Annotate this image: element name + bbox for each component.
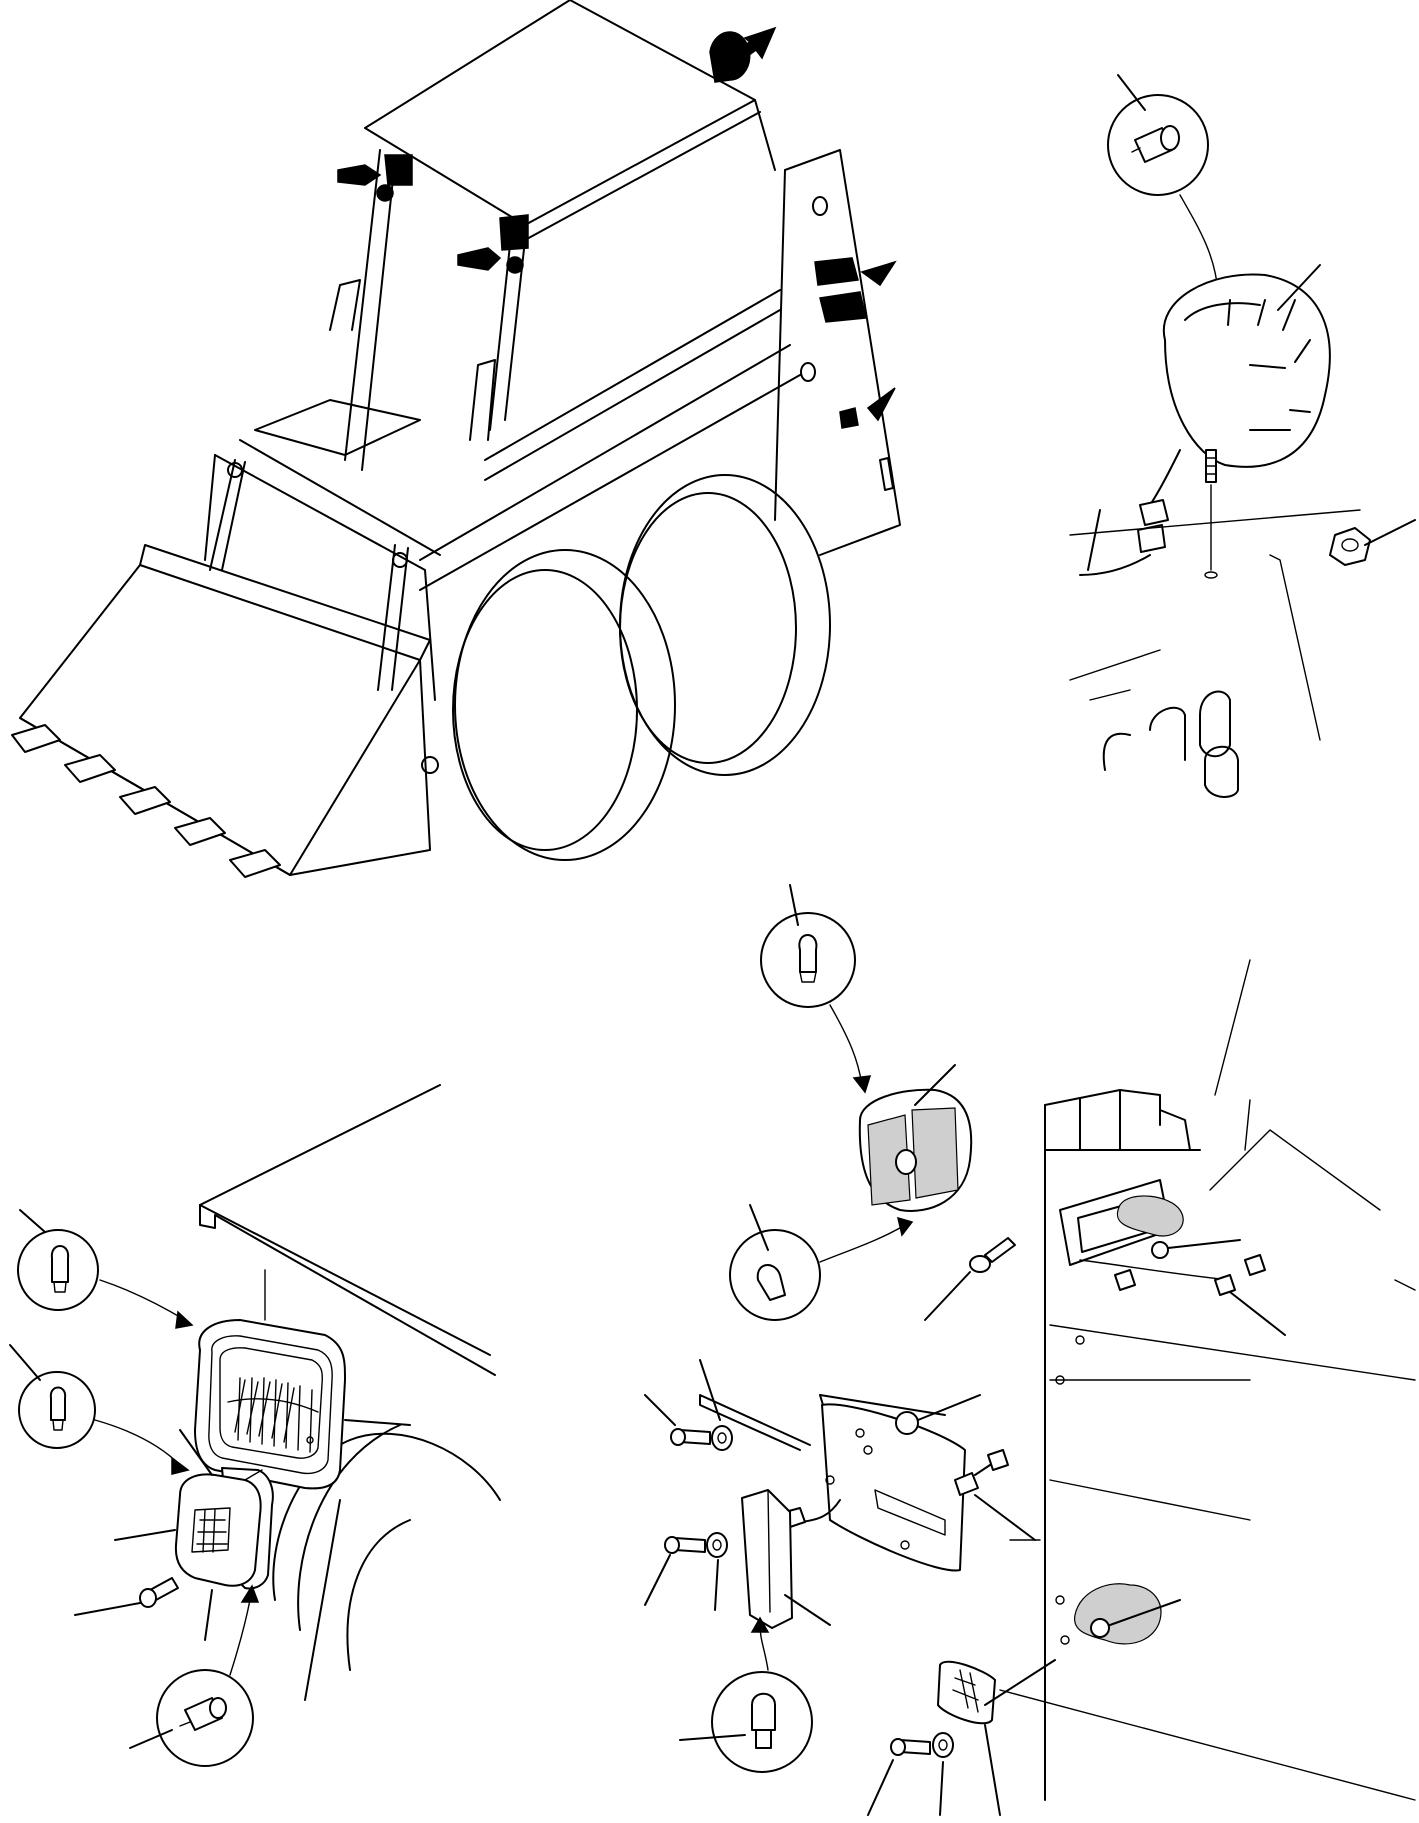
- bulb-detail-circle: [761, 913, 855, 1007]
- bulb-icon: [1132, 126, 1179, 162]
- bulb-icon: [758, 1265, 785, 1300]
- bulb-icon: [52, 1246, 68, 1292]
- bracket-assembly: [645, 1360, 1055, 1815]
- bulb-detail-circle: [712, 1672, 812, 1772]
- nut-icon: [1152, 1242, 1168, 1258]
- washer-icon: [707, 1533, 727, 1557]
- bulb-detail-circle: [18, 1230, 98, 1310]
- skid-steer-loader: [12, 0, 900, 877]
- nut-icon: [1091, 1619, 1109, 1637]
- washer-icon: [933, 1733, 953, 1757]
- nut-icon: [896, 1412, 918, 1434]
- bulb-icon: [752, 1694, 775, 1748]
- bulb-icon: [51, 1388, 65, 1431]
- bulb-icon: [799, 935, 816, 982]
- bulb-icon: [180, 1698, 226, 1730]
- bulb-detail-circle: [1108, 95, 1208, 195]
- rear-lamp-assembly: [730, 885, 1415, 1800]
- work-lamp-assembly: [1070, 75, 1415, 797]
- bulb-detail-circle: [730, 1230, 820, 1320]
- bulb-detail-circle: [19, 1372, 95, 1448]
- bulb-detail-circle: [157, 1670, 253, 1766]
- washer-icon: [712, 1426, 732, 1450]
- headlamp-assembly: [10, 1085, 500, 1766]
